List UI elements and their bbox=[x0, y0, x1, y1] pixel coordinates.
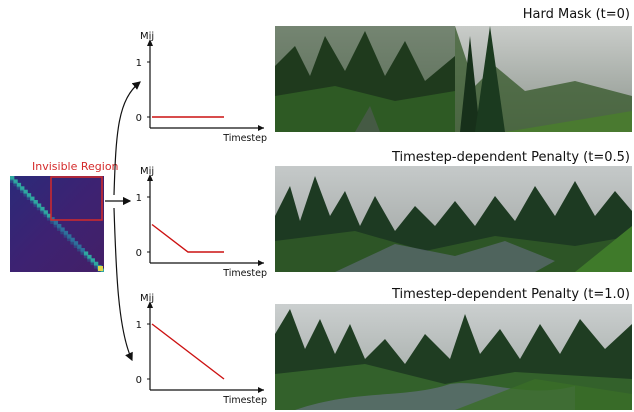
y-axis-arrowhead bbox=[147, 301, 153, 308]
generated-image-penalty-full bbox=[275, 304, 632, 410]
diagonal-cell bbox=[83, 251, 89, 256]
near-diagonal-cell bbox=[43, 213, 47, 218]
y-tick-label: 0 bbox=[136, 375, 142, 386]
diagonal-cell bbox=[70, 237, 75, 243]
y-axis-label: Mij bbox=[140, 31, 154, 42]
x-axis-arrowhead bbox=[258, 387, 264, 393]
near-diagonal-cell bbox=[10, 179, 14, 183]
diagonal-cell bbox=[77, 244, 82, 249]
mask-curve bbox=[151, 323, 225, 380]
attention-matrix bbox=[10, 176, 104, 272]
near-diagonal-cell bbox=[93, 265, 98, 269]
near-diagonal-cell bbox=[36, 206, 41, 211]
near-diagonal-cell bbox=[80, 251, 84, 255]
near-diagonal-cell bbox=[57, 227, 61, 231]
generated-image-penalty-half bbox=[275, 166, 632, 272]
near-diagonal-cell bbox=[60, 230, 64, 235]
y-axis-arrowhead bbox=[147, 39, 153, 46]
row-title-hard-mask: Hard Mask (t=0) bbox=[522, 7, 630, 22]
arrow-to-hard-mask bbox=[113, 81, 141, 196]
x-axis-arrowhead bbox=[258, 260, 264, 266]
diagonal-cell bbox=[16, 182, 22, 188]
diagonal-cell bbox=[36, 203, 42, 208]
near-diagonal-cell bbox=[46, 217, 51, 221]
diagonal-cell bbox=[80, 248, 85, 253]
y-axis-label: Mij bbox=[140, 293, 154, 304]
near-diagonal-cell bbox=[63, 234, 68, 238]
diagonal-cell bbox=[40, 206, 45, 212]
mask-curve bbox=[151, 223, 224, 253]
diagonal-cell bbox=[20, 186, 25, 191]
diagonal-cell bbox=[46, 213, 52, 219]
near-diagonal-cell bbox=[30, 200, 34, 204]
diagonal-cell bbox=[13, 179, 18, 184]
generated-image-hard-mask bbox=[275, 26, 632, 132]
diagonal-cell bbox=[33, 200, 38, 205]
near-diagonal-cell bbox=[26, 196, 31, 200]
diagonal-cell bbox=[90, 258, 95, 263]
x-axis-label: Timestep bbox=[222, 268, 267, 278]
diagonal-cell bbox=[10, 176, 15, 181]
near-diagonal-cell bbox=[77, 248, 81, 252]
near-diagonal-cell bbox=[73, 244, 78, 248]
y-tick-label: 1 bbox=[136, 58, 142, 69]
diagonal-cell bbox=[23, 189, 28, 195]
near-diagonal-cell bbox=[50, 220, 54, 224]
near-diagonal-cell bbox=[90, 261, 94, 266]
diagonal-cell bbox=[57, 224, 62, 229]
near-diagonal-cell bbox=[40, 210, 44, 214]
near-diagonal-cell bbox=[33, 203, 37, 207]
y-axis-arrowhead bbox=[147, 174, 153, 181]
near-diagonal-cell bbox=[83, 254, 88, 259]
x-axis-arrowhead bbox=[258, 125, 264, 131]
arrow-to-penalty-full bbox=[113, 207, 133, 362]
diagonal-cell bbox=[87, 254, 92, 260]
invisible-region-label: Invisible Region bbox=[32, 160, 119, 173]
y-tick-label: 0 bbox=[136, 248, 142, 259]
diagonal-cell bbox=[60, 227, 65, 232]
near-diagonal-cell bbox=[13, 182, 17, 187]
diagonal-cell bbox=[30, 196, 35, 201]
diagonal-cell bbox=[67, 234, 72, 239]
x-axis-label: Timestep bbox=[222, 395, 267, 405]
y-tick-label: 0 bbox=[136, 113, 142, 124]
near-diagonal-cell bbox=[23, 193, 27, 197]
matrix-diagonal bbox=[10, 176, 104, 272]
diagonal-cell bbox=[93, 261, 99, 267]
near-diagonal-cell bbox=[70, 241, 74, 245]
near-diagonal-cell bbox=[53, 224, 57, 228]
y-axis-label: Mij bbox=[140, 166, 154, 177]
near-diagonal-cell bbox=[16, 186, 21, 190]
row-title-penalty-half: Timestep-dependent Penalty (t=0.5) bbox=[391, 150, 630, 165]
matrix-corner-cell bbox=[98, 266, 103, 271]
near-diagonal-cell bbox=[87, 258, 91, 262]
diagonal-cell bbox=[73, 241, 79, 246]
diagonal-cell bbox=[43, 210, 48, 215]
near-diagonal-cell bbox=[20, 189, 24, 194]
y-tick-label: 1 bbox=[136, 193, 142, 204]
x-axis-label: Timestep bbox=[222, 133, 267, 143]
diagonal-cell bbox=[53, 220, 58, 225]
y-tick-label: 1 bbox=[136, 320, 142, 331]
diagonal-cell bbox=[63, 230, 69, 236]
near-diagonal-cell bbox=[67, 237, 71, 242]
row-title-penalty-full: Timestep-dependent Penalty (t=1.0) bbox=[391, 287, 630, 302]
diagonal-cell bbox=[26, 193, 32, 198]
branch-arrows bbox=[105, 81, 141, 362]
invisible-region-box bbox=[50, 176, 103, 221]
